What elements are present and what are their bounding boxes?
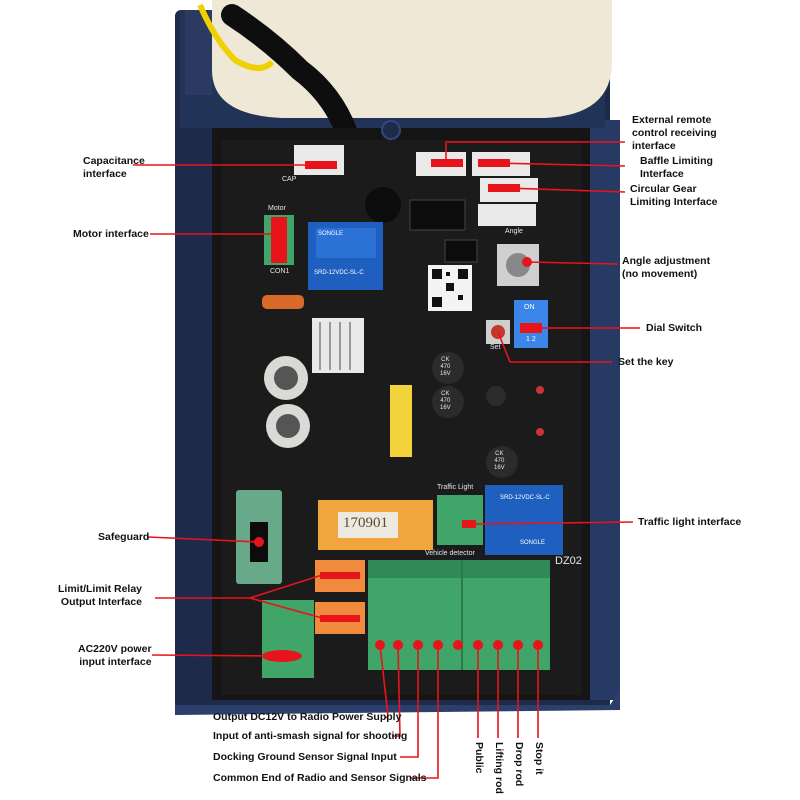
remote-marker (431, 159, 463, 167)
cap-ck-3 (486, 446, 518, 478)
capacitor-body (212, 0, 612, 118)
capacitor-1-top (274, 366, 298, 390)
leader-dc12v (379, 644, 389, 719)
leader-limit-2 (249, 597, 323, 619)
ac-terminal (262, 600, 314, 678)
cap-ck-1 (432, 352, 464, 384)
leader-common (410, 645, 439, 779)
label-capacitance: Capacitance interface (83, 155, 145, 180)
leader-angle (526, 261, 619, 265)
label-dial-switch: Dial Switch (646, 322, 703, 334)
label-set-key: Set the key (618, 356, 674, 368)
relay-sticker (338, 512, 398, 538)
leader-docking (400, 645, 419, 758)
relay-top-label-panel (316, 228, 376, 258)
gear-marker (488, 184, 520, 192)
enclosure-top-left (185, 10, 212, 95)
signal-terminal-top (368, 560, 550, 578)
label-baffle: Baffle Limiting Interface (640, 155, 713, 180)
cap-ck-1-text: CK 470 16V (440, 357, 451, 377)
label-public: Public (473, 742, 485, 774)
model-silk: DZ02 (555, 555, 582, 567)
label-limit-relay: Limit/Limit Relay Output Interface (58, 583, 143, 608)
label-safeguard: Safeguard (98, 531, 150, 543)
motor-silk: Motor (268, 205, 286, 212)
qr-code-pattern (432, 269, 468, 307)
relay-model-top: SRD-12VDC-SL-C (314, 270, 364, 276)
cap-ck-2-text: CK 470 16V (440, 391, 451, 411)
led-pow (536, 428, 544, 436)
label-common-end: Common End of Radio and Sensor Signals (213, 772, 427, 784)
relay-model-bottom: SRD-12VDC-SL-C (500, 495, 550, 501)
leader-baffle (495, 162, 626, 167)
ferrite-ring (365, 187, 401, 223)
traffic-silk: Traffic Light (437, 484, 474, 491)
cap-connector (294, 145, 344, 175)
angle-silk: Angle (505, 228, 523, 235)
label-dc12v: Output DC12V to Radio Power Supply (213, 711, 402, 723)
leader-anti-smash (392, 644, 401, 737)
varistor (262, 295, 304, 309)
relay-bottom (485, 485, 563, 555)
relay-brand-bottom: SONGLE (520, 540, 546, 546)
label-stop-it: Stop it (533, 742, 545, 775)
cap-ck-2 (432, 386, 464, 418)
set-silk: Set (490, 344, 501, 351)
label-docking: Docking Ground Sensor Signal Input (213, 751, 397, 763)
ic-chip (409, 199, 466, 231)
leader-ac220v (151, 654, 283, 657)
callout-lines (133, 141, 640, 779)
mount-boss (381, 120, 401, 140)
enclosure-bottom-edge (175, 690, 620, 715)
ic-chip-small (444, 239, 478, 263)
limit-marker-1 (320, 572, 360, 579)
led-st (536, 386, 544, 394)
label-drop-rod: Drop rod (513, 742, 525, 787)
label-traffic-light: Traffic light interface (638, 516, 742, 528)
label-circular-gear: Circular Gear Limiting Interface (630, 183, 718, 208)
vehicle-silk: Vehicle detector (425, 550, 475, 557)
traffic-marker (462, 520, 476, 528)
capacitor-2-top (276, 414, 300, 438)
label-motor: Motor interface (73, 228, 149, 240)
leader-safeguard (147, 536, 260, 543)
terminal-markers (375, 640, 543, 650)
relay-brand-top: SONGLE (318, 231, 344, 237)
cap-marker (305, 161, 337, 169)
cap-ck-3-text: CK 470 16V (494, 451, 505, 471)
cap-silk: CAP (282, 176, 297, 183)
traffic-connector (437, 495, 483, 545)
dip-marker (520, 323, 542, 333)
relay-stamp: 170901 (343, 515, 388, 531)
leader-remote (445, 141, 625, 163)
label-ac220v: AC220V power input interface (78, 643, 152, 668)
dip-nums: 1 2 (526, 336, 536, 343)
limit-marker-2 (320, 615, 360, 622)
label-lifting-rod: Lifting rod (493, 742, 505, 794)
heatsink-fins (319, 322, 351, 370)
spare-connector (478, 204, 536, 226)
yellow-wire (197, 3, 275, 71)
con-silk: CON1 (270, 268, 290, 275)
leader-gear (504, 187, 626, 193)
transformer (390, 385, 412, 457)
label-external-remote: External remote control receiving interf… (632, 114, 717, 152)
baffle-marker (478, 159, 510, 167)
motor-marker (271, 217, 287, 263)
small-cap (486, 386, 506, 406)
leader-traffic (469, 521, 634, 525)
label-angle: Angle adjustment (no movement) (622, 255, 711, 280)
enclosure-side-wall (585, 120, 620, 700)
leader-set (497, 331, 612, 363)
label-anti-smash: Input of anti-smash signal for shooting (213, 730, 408, 742)
on-silk: ON (524, 304, 535, 311)
